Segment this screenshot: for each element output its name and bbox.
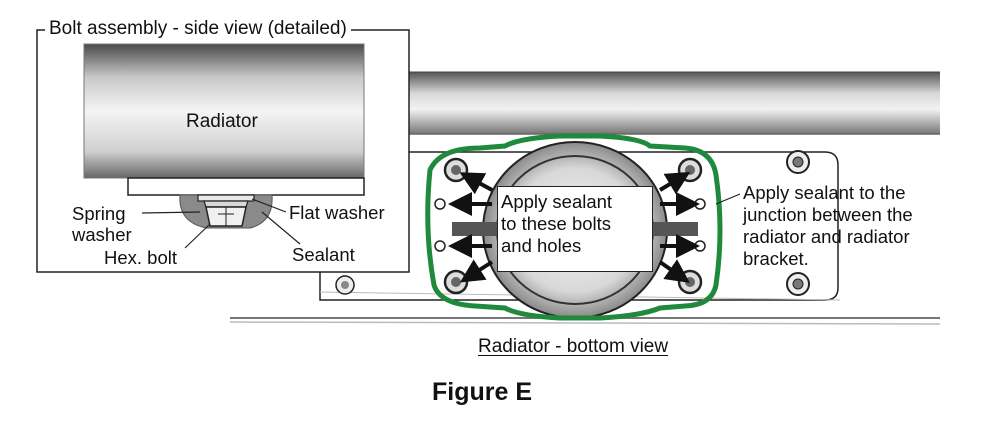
note-line-1-c: to the bbox=[854, 182, 906, 203]
note-leader bbox=[715, 193, 741, 205]
flat-washer-label: Flat washer bbox=[289, 202, 385, 223]
callout-arrows bbox=[448, 171, 700, 283]
hub-slot-right bbox=[652, 222, 698, 236]
bolt-top-right bbox=[677, 157, 703, 183]
detail-title: Bolt assembly - side view (detailed) bbox=[45, 19, 351, 38]
note-line-1-a: Apply bbox=[743, 182, 795, 203]
bottom-view-caption: Radiator - bottom view bbox=[478, 336, 669, 357]
note-line-3: radiator and radiator bbox=[743, 226, 910, 247]
spring-washer-label-2: washer bbox=[72, 224, 132, 245]
detail-inset bbox=[36, 29, 410, 273]
bracket-bolt-bottom-right bbox=[786, 272, 810, 296]
hole-right-lower bbox=[694, 240, 706, 252]
hole-left-lower bbox=[434, 240, 446, 252]
hole-right-upper bbox=[694, 198, 706, 210]
sealant-label: Sealant bbox=[292, 244, 355, 265]
callout-line-2: to these bolts bbox=[501, 213, 612, 234]
callout-line-1: Apply sealant bbox=[501, 191, 652, 213]
bracket-bolt-left bbox=[335, 275, 355, 295]
detail-radiator bbox=[83, 43, 365, 179]
figure-label: Figure E bbox=[432, 378, 533, 406]
callout-line-1-a: Apply bbox=[501, 191, 553, 212]
detail-spring-washer bbox=[203, 200, 249, 208]
junction-note: Apply sealant to the junction between th… bbox=[743, 182, 913, 270]
detail-radiator-label: Radiator bbox=[186, 111, 258, 132]
bolt-bottom-right bbox=[677, 269, 703, 295]
hub-slot-left bbox=[452, 222, 498, 236]
bolt-top-left bbox=[443, 157, 469, 183]
hex-bolt-label: Hex. bolt bbox=[104, 247, 178, 268]
bolt-bottom-left bbox=[443, 269, 469, 295]
bracket-bolt-top-right bbox=[786, 150, 810, 174]
callout-line-1-b: sealant bbox=[552, 191, 613, 212]
detail-flat-washer bbox=[197, 194, 255, 202]
callout-line-3: and holes bbox=[501, 235, 582, 256]
spring-washer-label-1: Spring bbox=[72, 203, 126, 224]
radiator-core-bar bbox=[380, 72, 940, 134]
note-line-4: bracket. bbox=[743, 248, 809, 269]
note-line-1: Apply sealant to the bbox=[743, 182, 913, 204]
note-line-1-b: sealant bbox=[794, 182, 855, 203]
hole-left-upper bbox=[434, 198, 446, 210]
sealant-outline bbox=[425, 133, 723, 321]
apply-sealant-callout: Apply sealant to these bolts and holes bbox=[497, 186, 653, 272]
note-line-2: junction between the bbox=[743, 204, 913, 225]
detail-bracket bbox=[127, 177, 365, 196]
